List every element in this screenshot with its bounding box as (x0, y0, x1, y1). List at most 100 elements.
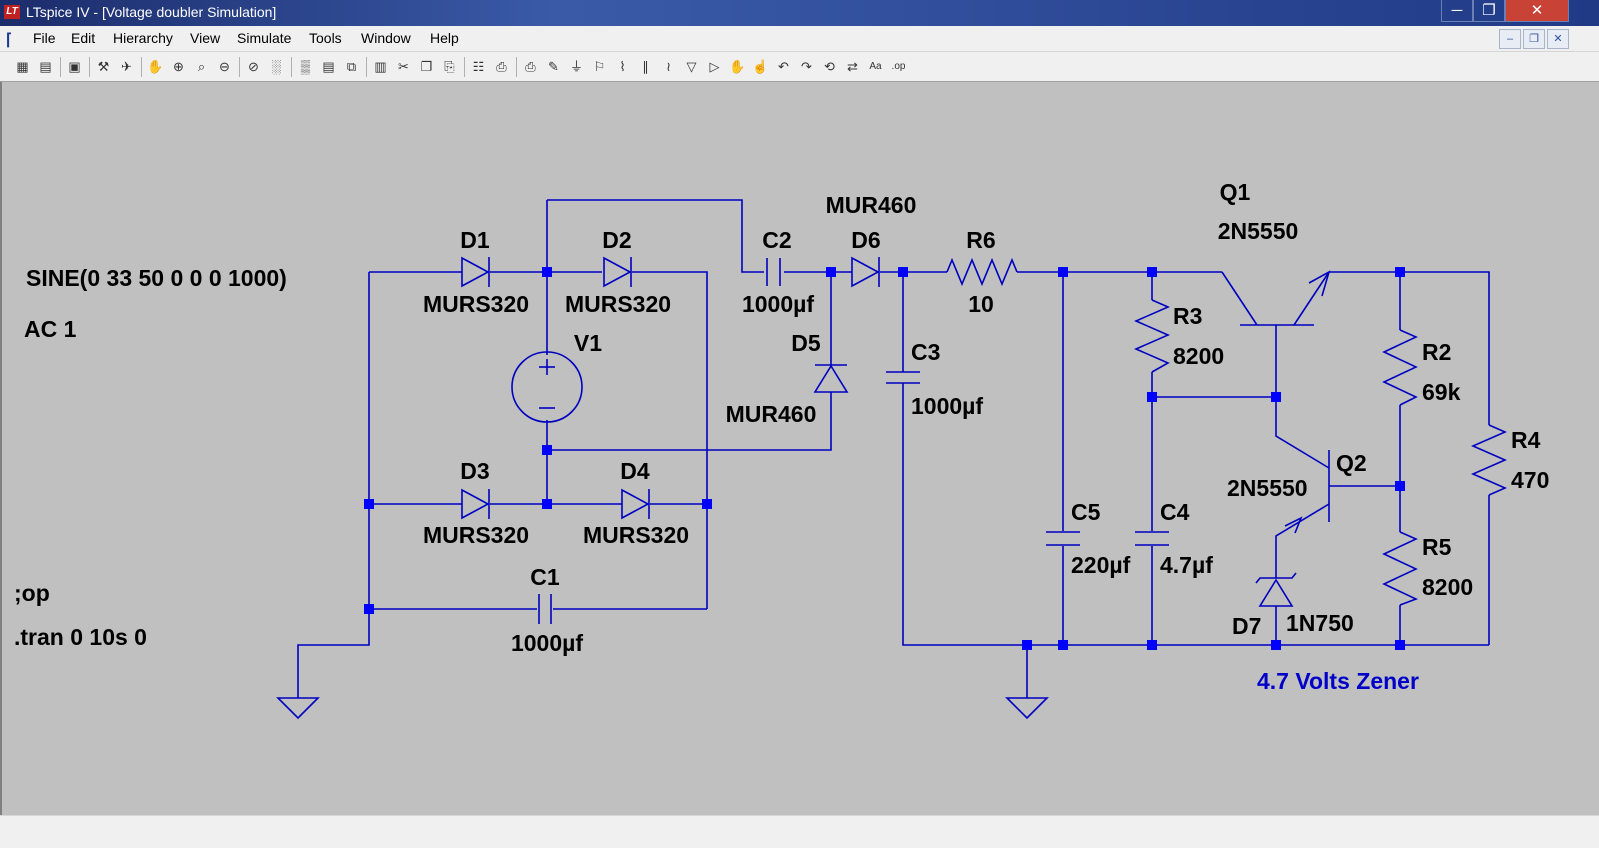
rotate-icon[interactable]: ⟲ (824, 59, 835, 74)
close-button[interactable]: ✕ (1505, 0, 1569, 22)
r4-name-label[interactable]: R4 (1511, 427, 1541, 453)
copy-icon[interactable]: ❐ (420, 59, 433, 74)
c1-value-label[interactable]: 1000µf (511, 630, 583, 656)
c4-value-label[interactable]: 4.7µf (1160, 552, 1213, 578)
c5-name-label[interactable]: C5 (1071, 499, 1101, 525)
v1-name-label[interactable]: V1 (574, 330, 602, 356)
q2-value-label[interactable]: 2N5550 (1227, 475, 1308, 501)
q1-value-label[interactable]: 2N5550 (1218, 218, 1299, 244)
schematic-drawing[interactable]: SINE(0 33 50 0 0 0 1000) AC 1 ;op .tran … (2, 82, 1599, 815)
resistor-icon[interactable]: ⌇ (619, 59, 626, 74)
menu-view[interactable]: View (190, 30, 221, 46)
c2-name-label[interactable]: C2 (762, 227, 791, 253)
schematic-canvas[interactable]: SINE(0 33 50 0 0 0 1000) AC 1 ;op .tran … (0, 82, 1599, 815)
text-icon[interactable]: Aa (869, 61, 882, 72)
print-preview-icon[interactable]: ⎙ (496, 59, 507, 74)
ground-icon[interactable]: ⏚ (569, 59, 583, 74)
r4-value-label[interactable]: 470 (1511, 467, 1549, 493)
cascade-icon[interactable]: ⧉ (346, 59, 357, 74)
undo-icon[interactable]: ↶ (778, 59, 789, 74)
run-icon[interactable]: ✈ (121, 59, 132, 74)
spice-directive-icon[interactable]: .op (891, 61, 906, 72)
new-schematic-icon[interactable]: ▦ (16, 59, 29, 74)
menu-tools[interactable]: Tools (309, 30, 342, 46)
menu-window[interactable]: Window (361, 30, 411, 46)
d1-value-label[interactable]: MURS320 (423, 291, 529, 317)
d5-name-label[interactable]: D5 (791, 330, 821, 356)
d3-name-label[interactable]: D3 (460, 458, 489, 484)
r5-value-label[interactable]: 8200 (1422, 574, 1473, 600)
save-icon[interactable]: ▣ (68, 59, 81, 74)
r2-name-label[interactable]: R2 (1422, 339, 1451, 365)
maximize-button[interactable]: ❐ (1473, 0, 1505, 22)
d6-name-label[interactable]: D6 (851, 227, 880, 253)
junction-dot (1058, 267, 1068, 277)
d4-value-label[interactable]: MURS320 (583, 522, 689, 548)
c2-value-label[interactable]: 1000µf (742, 291, 814, 317)
paste-icon[interactable]: ⎘ (444, 59, 455, 74)
minimize-button[interactable]: ─ (1441, 0, 1473, 22)
redo-icon[interactable]: ↷ (801, 59, 812, 74)
r3-name-label[interactable]: R3 (1173, 303, 1202, 329)
autorange-icon[interactable]: ░ (271, 59, 282, 74)
open-icon[interactable]: ▤ (39, 59, 52, 74)
tile-horizontal-icon[interactable]: ▤ (322, 59, 335, 74)
c4-name-label[interactable]: C4 (1160, 499, 1190, 525)
d7-value-label[interactable]: 1N750 (1286, 610, 1354, 636)
menu-simulate[interactable]: Simulate (237, 30, 292, 46)
mirror-icon[interactable]: ⇄ (847, 59, 858, 74)
menu-hierarchy[interactable]: Hierarchy (113, 30, 173, 46)
cut-icon[interactable]: ✂ (398, 59, 409, 74)
grid-icon[interactable]: ▒ (300, 59, 311, 74)
mdi-restore-button[interactable]: ❐ (1523, 29, 1545, 49)
tran-directive-label[interactable]: .tran 0 10s 0 (14, 624, 147, 650)
zener-comment[interactable]: 4.7 Volts Zener (1257, 668, 1419, 694)
q2-name-label[interactable]: Q2 (1336, 450, 1367, 476)
zoom-pan-icon[interactable]: ⌕ (197, 59, 206, 74)
zoom-in-icon[interactable]: ⊕ (173, 59, 184, 74)
draw-wire-icon[interactable]: ✎ (548, 59, 559, 74)
d5-value-label[interactable]: MUR460 (726, 401, 817, 427)
c5-value-label[interactable]: 220µf (1071, 552, 1131, 578)
ltspice-menu-icon[interactable]: ⌈ (6, 32, 13, 49)
component-icon[interactable]: ▷ (709, 59, 720, 74)
c3-value-label[interactable]: 1000µf (911, 393, 983, 419)
zoom-out-icon[interactable]: ⊖ (219, 59, 230, 74)
d1-name-label[interactable]: D1 (460, 227, 490, 253)
move-icon[interactable]: ✋ (729, 59, 746, 74)
drag-icon[interactable]: ☝ (752, 59, 769, 74)
c1-name-label[interactable]: C1 (530, 564, 560, 590)
diode-icon[interactable]: ▽ (686, 59, 697, 74)
source-value-label[interactable]: SINE(0 33 50 0 0 0 1000) (26, 265, 287, 291)
find-icon[interactable]: ☷ (472, 59, 485, 74)
title-bar[interactable]: LT LTspice IV - [Voltage doubler Simulat… (0, 0, 1599, 26)
ac-directive-label[interactable]: AC 1 (24, 316, 77, 342)
d4-name-label[interactable]: D4 (620, 458, 650, 484)
menu-file[interactable]: File (33, 30, 56, 46)
inductor-icon[interactable]: ≀ (666, 59, 671, 74)
r2-value-label[interactable]: 69k (1422, 379, 1461, 405)
tile-vertical-icon[interactable]: ▥ (374, 59, 387, 74)
d6-value-label[interactable]: MUR460 (826, 192, 917, 218)
capacitor-icon[interactable]: ∥ (642, 59, 649, 74)
r6-value-label[interactable]: 10 (968, 291, 994, 317)
mdi-close-button[interactable]: ✕ (1547, 29, 1569, 49)
menu-help[interactable]: Help (430, 30, 459, 46)
d7-name-label[interactable]: D7 (1232, 613, 1261, 639)
menu-edit[interactable]: Edit (71, 30, 96, 46)
label-net-icon[interactable]: ⚐ (593, 59, 606, 74)
d2-name-label[interactable]: D2 (602, 227, 631, 253)
q1-name-label[interactable]: Q1 (1220, 179, 1251, 205)
op-directive-label[interactable]: ;op (14, 580, 50, 606)
control-panel-icon[interactable]: ⚒ (97, 59, 110, 74)
r5-name-label[interactable]: R5 (1422, 534, 1452, 560)
print-icon[interactable]: ⎙ (525, 59, 536, 74)
mdi-minimize-button[interactable]: – (1499, 29, 1521, 49)
c3-name-label[interactable]: C3 (911, 339, 940, 365)
d3-value-label[interactable]: MURS320 (423, 522, 529, 548)
r6-name-label[interactable]: R6 (966, 227, 995, 253)
d2-value-label[interactable]: MURS320 (565, 291, 671, 317)
zoom-fit-icon[interactable]: ⊘ (248, 59, 259, 74)
r3-value-label[interactable]: 8200 (1173, 343, 1224, 369)
halt-icon[interactable]: ✋ (147, 59, 164, 74)
